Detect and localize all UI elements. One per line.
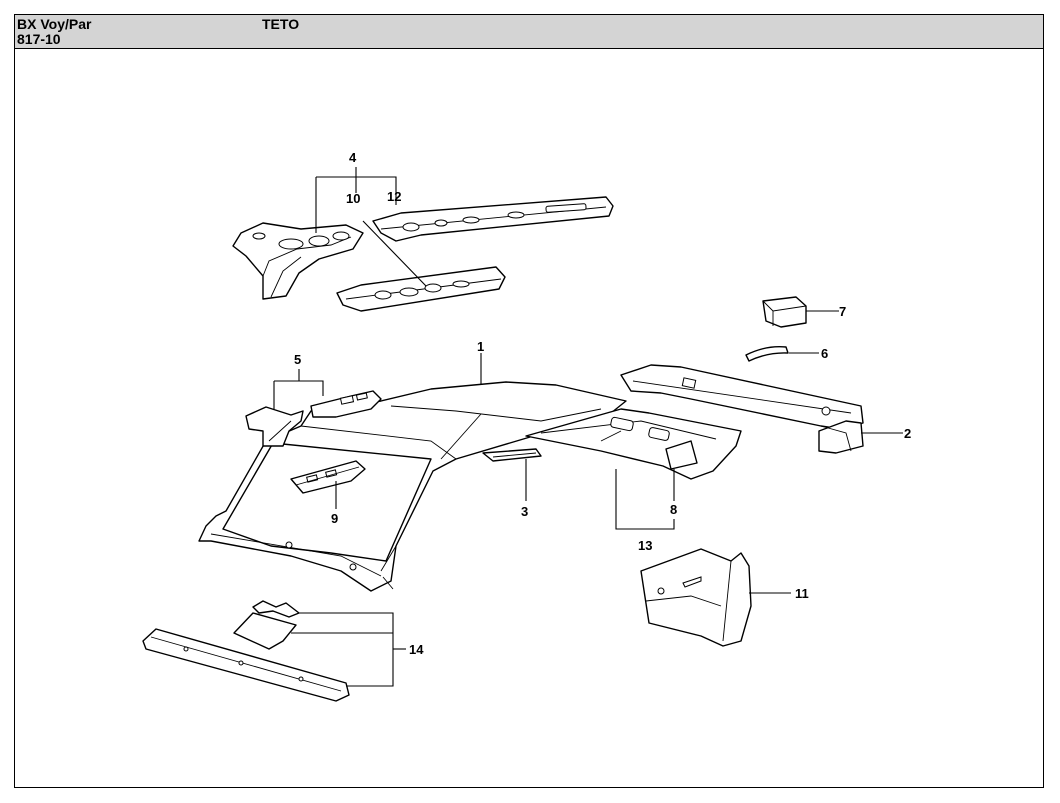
callout-5: 5 (294, 352, 301, 367)
diagram-frame: BX Voy/Par 817-10 TETO (14, 14, 1044, 788)
leader-5 (274, 380, 324, 396)
callout-4: 4 (349, 150, 357, 165)
callout-14: 14 (409, 642, 424, 657)
leader-10 (362, 220, 427, 287)
callout-10: 10 (346, 191, 360, 206)
part-11-pillar-panel (640, 548, 752, 647)
part-8-rear-header (525, 408, 742, 480)
part-3-strip (482, 448, 542, 462)
part-10-roof-bow (336, 266, 506, 312)
diagram-code: 817-10 (17, 31, 61, 47)
part-2-side-rail (620, 364, 864, 454)
section-title: TETO (262, 16, 300, 32)
part-9-reinforcement (290, 460, 366, 494)
parts-diagram: 4 10 12 1 5 7 6 2 9 3 8 13 11 14 (15, 49, 1043, 787)
leader-4 (316, 176, 397, 205)
part-5-brackets (245, 390, 382, 447)
callout-7: 7 (839, 304, 846, 319)
callout-8: 8 (670, 502, 677, 517)
callout-11: 11 (795, 586, 809, 601)
part-7-bracket (762, 296, 807, 328)
part-6-curved-strip (745, 345, 789, 362)
part-12-roof-rail (372, 196, 614, 242)
header-bar: BX Voy/Par 817-10 TETO (15, 15, 1043, 49)
model-label: BX Voy/Par (17, 16, 92, 32)
part-14-lower-parts (142, 600, 350, 702)
part-4-crossmember (232, 222, 364, 300)
leader-13 (615, 469, 675, 530)
exploded-view-svg: 4 10 12 1 5 7 6 2 9 3 8 13 11 14 (142, 150, 911, 702)
callout-3: 3 (521, 504, 528, 519)
callout-1: 1 (477, 339, 484, 354)
callout-6: 6 (821, 346, 828, 361)
callout-9: 9 (331, 511, 338, 526)
callout-12: 12 (387, 189, 401, 204)
callout-13: 13 (638, 538, 652, 553)
callout-2: 2 (904, 426, 911, 441)
